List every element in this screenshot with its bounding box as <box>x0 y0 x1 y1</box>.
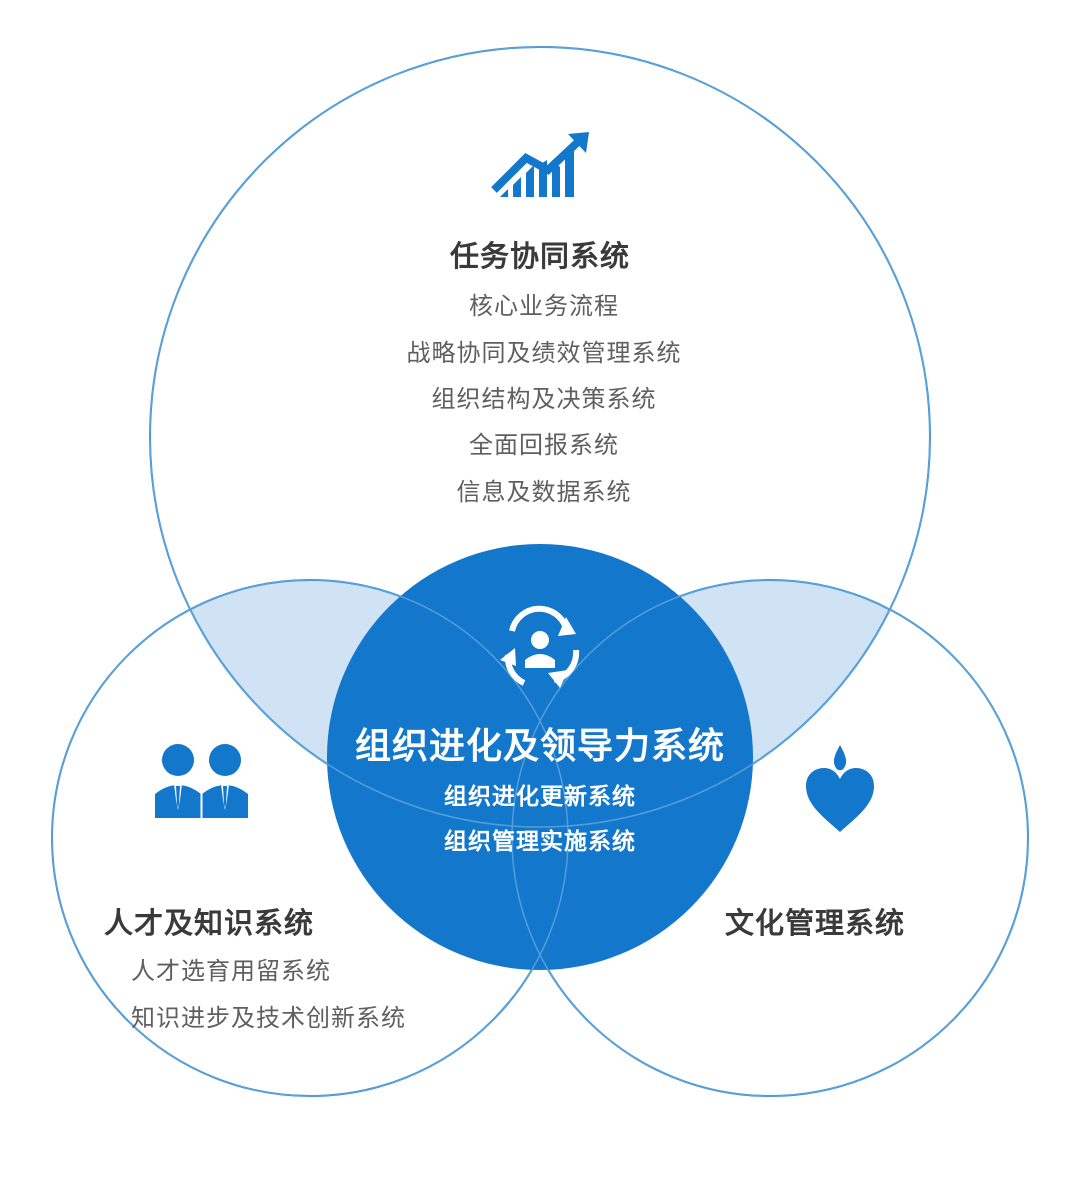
left-system-item: 人才选育用留系统 <box>131 957 331 985</box>
circle-center <box>327 544 753 970</box>
top-system-title: 任务协同系统 <box>449 239 630 273</box>
center-overlay-lines <box>51 46 1029 1097</box>
left-system-title: 人才及知识系统 <box>104 906 315 940</box>
rising-bar-chart-icon <box>491 132 589 197</box>
top-system-item: 战略协同及绩效管理系统 <box>406 339 682 367</box>
heart-flame-icon <box>806 745 874 832</box>
center-system-title: 组织进化及领导力系统 <box>354 726 725 767</box>
center-system-item: 组织进化更新系统 <box>444 784 636 810</box>
top-system-item: 全面回报系统 <box>469 431 619 459</box>
top-system-item: 信息及数据系统 <box>456 478 632 506</box>
top-system-item: 组织结构及决策系统 <box>431 385 657 413</box>
left-system-item: 知识进步及技术创新系统 <box>131 1004 406 1032</box>
person-cycle-icon <box>500 605 580 688</box>
two-people-icon <box>155 744 248 818</box>
top-system-item: 核心业务流程 <box>469 292 619 320</box>
right-system-title: 文化管理系统 <box>725 906 906 940</box>
center-system-item: 组织管理实施系统 <box>444 829 636 855</box>
